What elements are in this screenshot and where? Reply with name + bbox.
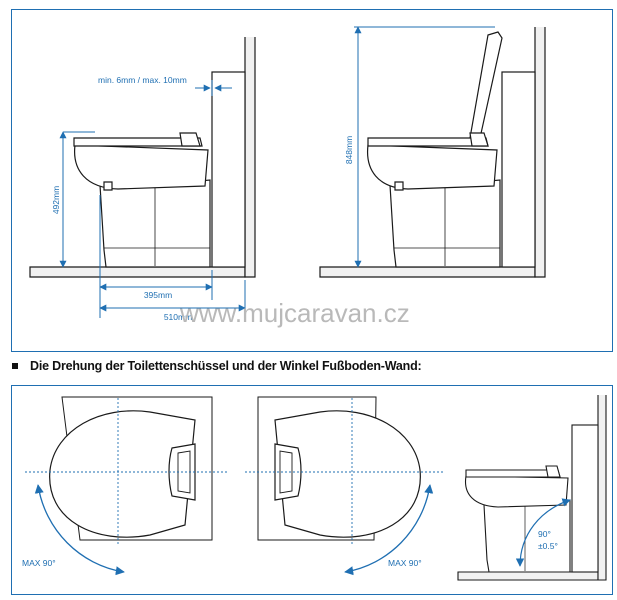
dimension-lines-right [354, 26, 495, 268]
bullet-icon [12, 362, 18, 369]
section-heading-text: Die Drehung der Toilettenschüssel und de… [30, 359, 422, 373]
bowl-depth-label: 395mm [144, 290, 172, 300]
toilet-side-view-lid-open [319, 27, 546, 278]
toilet-side-view-seat [29, 37, 256, 278]
right-angle-indicator [515, 498, 571, 567]
seat-height-label: 492mm [51, 186, 61, 214]
total-depth-label: 510mm [164, 312, 192, 322]
angle-value-label: 90° [538, 529, 551, 539]
rotate-left-label: MAX 90° [22, 558, 56, 568]
rotation-view-right [245, 396, 445, 576]
gap-label: min. 6mm / max. 10mm [98, 75, 187, 85]
angle-tolerance-label: ±0.5° [538, 541, 558, 551]
rotate-right-label: MAX 90° [388, 558, 422, 568]
lid-height-label: 848mm [344, 136, 354, 164]
dimension-lines-left [59, 80, 246, 318]
watermark: www.mujcaravan.cz [179, 298, 410, 328]
floor-wall-angle-view [457, 395, 607, 581]
rotation-view-left [25, 396, 228, 576]
section-heading: Die Drehung der Toilettenschüssel und de… [12, 359, 422, 373]
